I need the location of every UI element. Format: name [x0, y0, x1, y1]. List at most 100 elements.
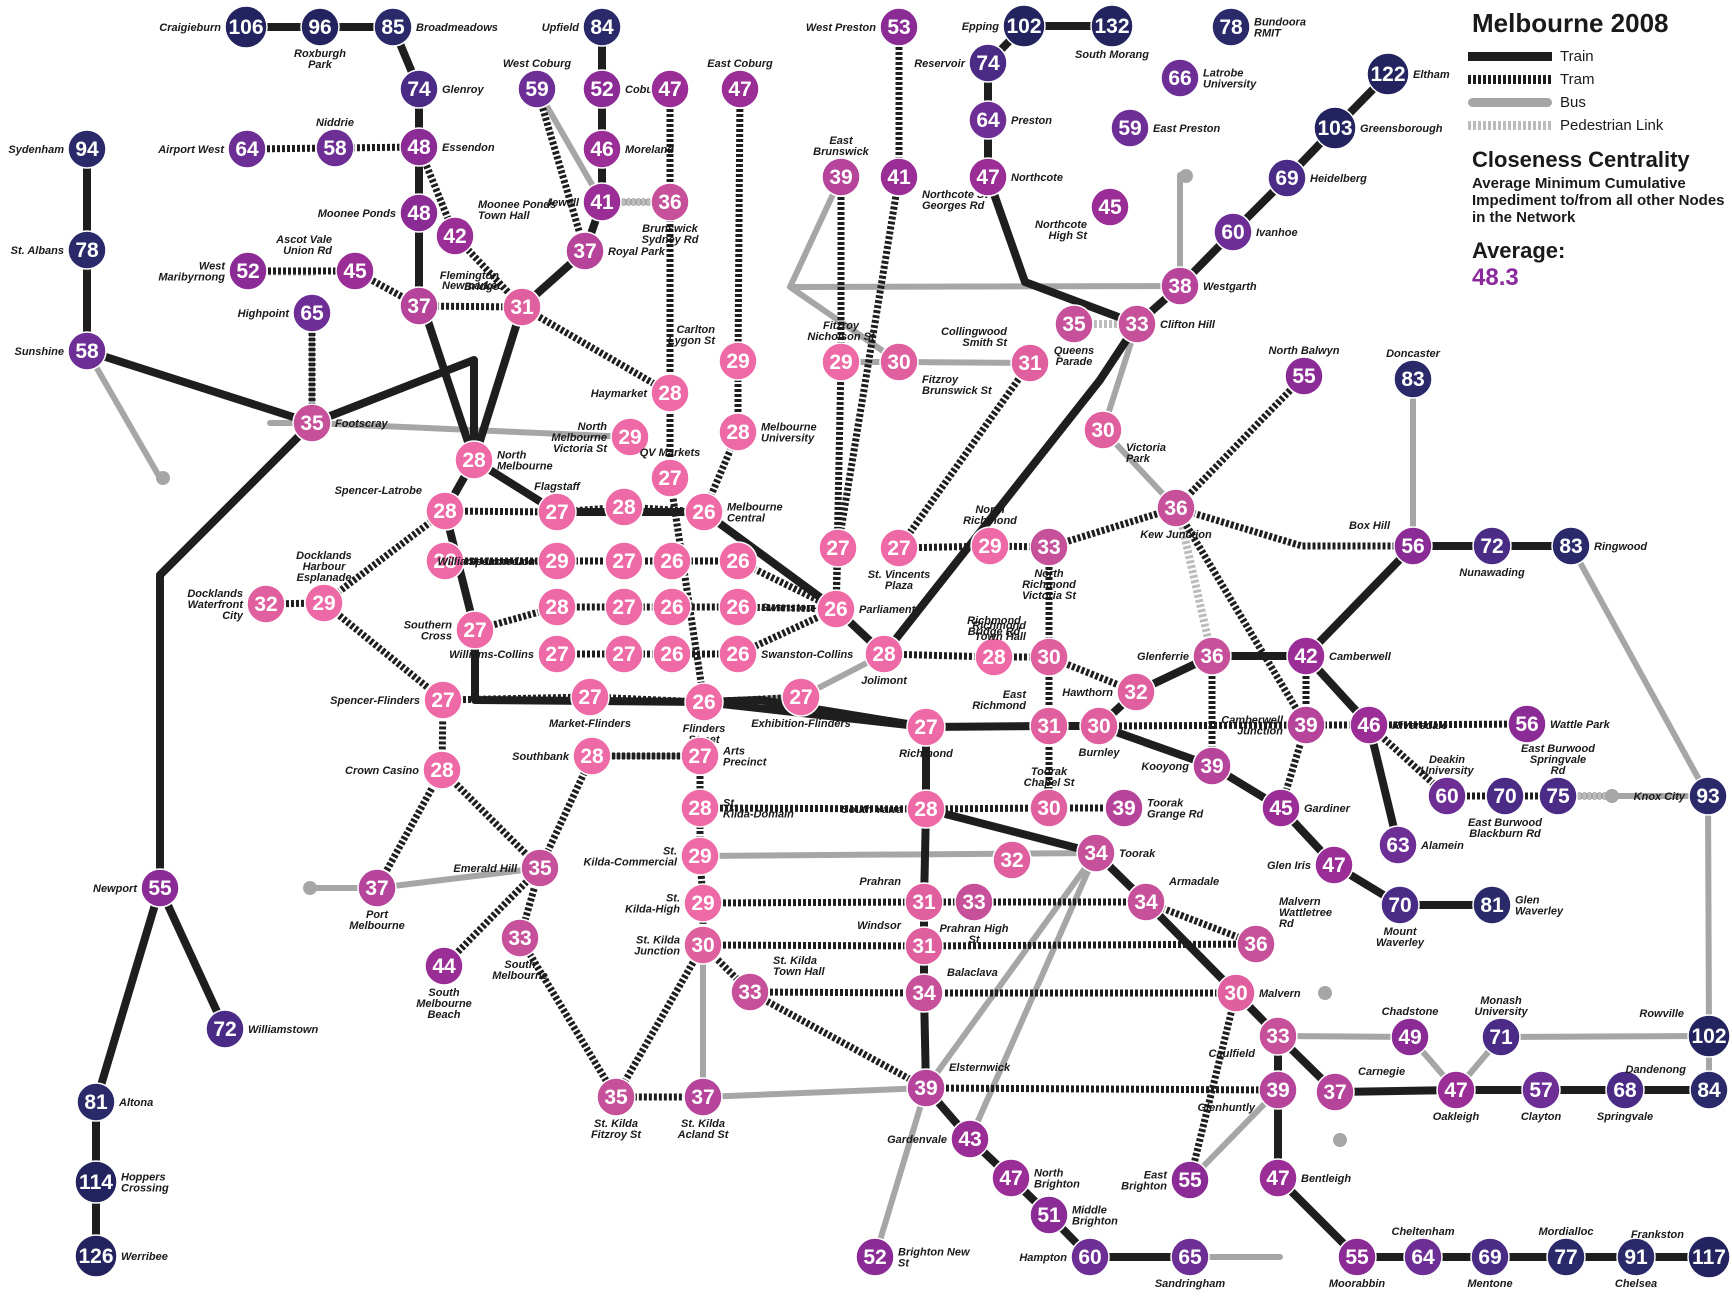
station-label-elsternwick: Elsternwick: [949, 1062, 1011, 1074]
station-g28b: 28: [538, 588, 576, 626]
station-label-newport: Newport: [93, 883, 138, 895]
station-williamstown: 72Williamstown: [206, 1010, 318, 1048]
station-value-parliament: 26: [824, 598, 847, 621]
station-value-brunswicksyd: 36: [658, 191, 681, 214]
station-value-stalbans: 78: [75, 239, 99, 262]
station-value-reservoir: 74: [976, 52, 1000, 75]
station-doncaster: 83Doncaster: [1386, 348, 1441, 398]
station-label-sydenham: Sydenham: [8, 144, 64, 156]
station-malvern: 30 Malvern: [1217, 974, 1301, 1012]
station-value-royalpark: 37: [573, 240, 596, 263]
station-value-dandenong: 84: [1697, 1079, 1721, 1102]
station-queensparade: 35QueensParade: [1054, 305, 1094, 368]
station-greensborough: 103Greensborough: [1314, 107, 1443, 149]
station-value-spencerflinders: 27: [431, 689, 454, 712]
station-label-gardenvale: Gardenvale: [887, 1134, 947, 1146]
station-label-boxhill: Box Hill: [1349, 520, 1391, 532]
station-value-westcoburg: 59: [525, 78, 548, 101]
legend-row-train: Train: [1468, 45, 1730, 68]
station-label-wc27: Williams-Collins: [449, 649, 534, 661]
station-value-toorakchapel: 30: [1037, 797, 1060, 820]
legend-label-bus: Bus: [1560, 94, 1586, 111]
station-value-gardiner: 45: [1269, 797, 1293, 820]
station-northbalwyn: 55North Balwyn: [1269, 345, 1340, 395]
bus-line-swatch: [1468, 98, 1552, 107]
station-label-eastbrighton: EastBrighton: [1121, 1170, 1168, 1193]
station-haymarket: 28Haymarket: [591, 374, 689, 412]
station-value-eastrichmond: 31: [1037, 715, 1061, 738]
station-label-stkildadomain: St.Kilda-Domain: [723, 798, 794, 821]
station-value-swancollins: 26: [726, 643, 749, 666]
station-value-heidelberg: 69: [1275, 167, 1298, 190]
tram-link-37: [522, 307, 670, 393]
station-value-windsor: 31: [912, 935, 936, 958]
station-glenroy: 74Glenroy: [400, 70, 484, 108]
station-label-stkildacommercial: St.Kilda-Commercial: [583, 846, 677, 869]
pedestrian-link-swatch: [1468, 121, 1552, 130]
station-value-marketflinders: 27: [578, 686, 601, 709]
station-label-melbuni: MelbourneUniversity: [761, 422, 817, 445]
station-preston: 64Preston: [969, 101, 1052, 139]
station-value-sandringham: 65: [1178, 1246, 1202, 1269]
station-malvernwattletree: 36MalvernWattletreeRd: [1237, 896, 1332, 963]
station-chelsea: 91Chelsea: [1615, 1238, 1657, 1290]
station-label-docklandswf: DocklandsWaterfrontCity: [187, 588, 244, 622]
station-value-westpreston: 53: [887, 16, 910, 39]
station-mentone: 69Mentone: [1467, 1238, 1512, 1290]
station-value-malvern: 30: [1224, 982, 1247, 1005]
station-label-southmelbbeach: SouthMelbourneBeach: [416, 987, 472, 1021]
station-oakleigh: 47Oakleigh: [1433, 1071, 1480, 1123]
station-alamein: 63Alamein: [1379, 826, 1464, 864]
station-value-g26b: 26: [660, 550, 683, 573]
station-value-newmarket: 37: [407, 295, 430, 318]
station-value-swanbourke: 26: [726, 596, 749, 619]
station-label-marketflinders: Market-Flinders: [549, 718, 631, 730]
station-label-carnegie: Carnegie: [1358, 1066, 1405, 1078]
station-v27a: 27: [819, 529, 857, 567]
station-g28a: 28: [605, 488, 643, 526]
station-toorakchapel: 30ToorakChapel St: [1024, 766, 1076, 827]
station-label-spencerlatrobe: Spencer-Latrobe: [335, 485, 422, 497]
station-label-ebburwood: East BurwoodBlackburn Rd: [1468, 817, 1542, 840]
station-value-coburg: 52: [590, 78, 613, 101]
station-value-kooyong: 39: [1200, 755, 1223, 778]
station-label-heidelberg: Heidelberg: [1310, 173, 1367, 185]
station-richmond: 27Richmond: [899, 708, 953, 760]
station-label-malvern: Malvern: [1259, 988, 1301, 1000]
station-label-jolimont: Jolimont: [861, 675, 908, 687]
station-label-fitzroynich: FitzroyNicholson St: [807, 320, 876, 343]
station-label-ringwood: Ringwood: [1594, 541, 1647, 553]
station-label-southmelb: SouthMelbourne: [492, 959, 548, 982]
station-value-airportwest: 64: [235, 138, 259, 161]
station-sandringham: 65Sandringham: [1155, 1238, 1226, 1290]
station-riversdale: 46Riversdale: [1350, 706, 1448, 744]
station-value-southmorang: 132: [1094, 15, 1129, 38]
station-label-northbrighton: NorthBrighton: [1034, 1168, 1080, 1191]
station-southbank: 28Southbank: [512, 737, 611, 775]
station-value-ebburwood: 70: [1493, 785, 1516, 808]
legend-subtitle: Closeness Centrality: [1472, 147, 1730, 173]
station-value-flagstaff: 27: [545, 501, 568, 524]
station-value-glenwaverley: 81: [1480, 894, 1504, 917]
station-label-stkildahigh: St.Kilda-High: [625, 893, 680, 916]
station-value-riversdale: 46: [1357, 714, 1380, 737]
station-value-glenferrie: 36: [1200, 645, 1223, 668]
station-label-queensparade: QueensParade: [1054, 345, 1094, 368]
station-label-roxburgh: RoxburghPark: [294, 48, 346, 71]
station-eltham: 122Eltham: [1367, 53, 1450, 95]
station-value-ebspringvale: 75: [1546, 785, 1570, 808]
station-label-deakin: DeakinUniversity: [1420, 754, 1474, 777]
station-southmelb: 33SouthMelbourne: [492, 919, 548, 982]
station-boxhill: 56Box Hill: [1349, 520, 1432, 565]
station-label-fitzroybruns: FitzroyBrunswick St: [922, 374, 993, 397]
station-label-westcoburg: West Coburg: [503, 58, 572, 70]
station-label-knoxcity: Knox City: [1634, 791, 1686, 803]
station-label-chadstone: Chadstone: [1382, 1006, 1439, 1018]
legend-description-3: in the Network: [1472, 209, 1730, 226]
station-label-northcote: Northcote: [1011, 172, 1063, 184]
station-value-g26c: 26: [660, 596, 683, 619]
